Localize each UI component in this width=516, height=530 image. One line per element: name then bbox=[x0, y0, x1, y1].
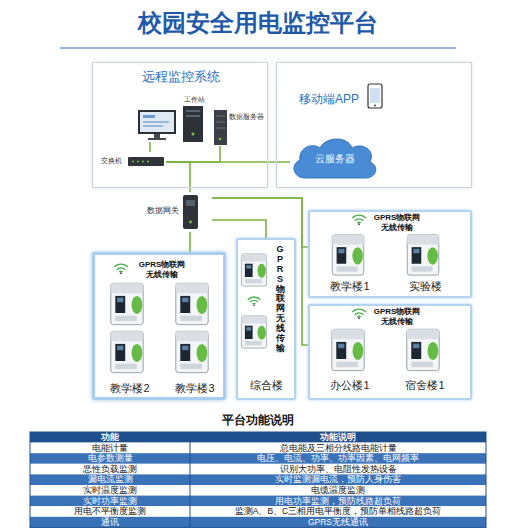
cloud-server: 云服务器 bbox=[290, 134, 380, 180]
meter-icon bbox=[241, 254, 266, 286]
table-cell: 实时温度监测 bbox=[83, 485, 137, 496]
table-cell: 实时监测漏电流，预防人身伤害 bbox=[275, 474, 401, 485]
gateway-icon bbox=[183, 195, 198, 229]
table-cell: 监测A、B、C三相用电平衡度，预防单相线路超负荷 bbox=[235, 506, 441, 517]
table-cell: 总电能及三相分线路电能计量 bbox=[280, 443, 397, 454]
building-label: 办公楼1 bbox=[330, 379, 369, 392]
network-link bbox=[149, 142, 151, 152]
device-label: 交换机 bbox=[101, 157, 122, 165]
meter-icon bbox=[407, 329, 439, 370]
building-label: 教学楼1 bbox=[330, 280, 369, 293]
table-cell: 电压、电流、功率、功率因素、电网频率 bbox=[257, 453, 419, 464]
server-icon bbox=[214, 110, 227, 145]
table-cell: 电能计量 bbox=[92, 443, 128, 454]
meter-icon bbox=[111, 283, 143, 324]
building-label: 教学楼3 bbox=[175, 382, 214, 395]
meter-icon bbox=[332, 329, 364, 370]
panel-heading: 移动端APP bbox=[299, 92, 359, 106]
building-label: 宿舍楼1 bbox=[405, 379, 444, 392]
switch-icon bbox=[128, 157, 164, 166]
meter-icon bbox=[176, 331, 208, 372]
table-cell: 用电功率监测，预防线路超负荷 bbox=[275, 496, 401, 507]
wifi-icon bbox=[248, 297, 261, 306]
diagram-title: 校园安全用电监控平台 bbox=[0, 9, 516, 38]
data-gateway: 数据网关 bbox=[145, 192, 212, 232]
table-cell: 功能 bbox=[101, 432, 119, 443]
building-group: GPRS物联网 无线传输教学楼2 教学楼3 bbox=[92, 252, 226, 400]
wifi-icon bbox=[352, 215, 366, 225]
building-group: GPRS物联网 无线传输教学楼1 实验楼 bbox=[308, 210, 472, 298]
meter-icon bbox=[407, 235, 439, 275]
workstation-icon bbox=[138, 106, 203, 142]
mobile-panel: 云服务器 移动端APP bbox=[276, 62, 472, 188]
section-heading: 平台功能说明 bbox=[222, 413, 294, 427]
wifi-icon bbox=[114, 264, 128, 274]
wireless-label: GPRS物联网 无线传输 bbox=[374, 213, 421, 232]
meter-icon bbox=[176, 283, 208, 324]
building-group: GPRS物联网 无线传输办公楼1 宿舍楼1 bbox=[308, 304, 472, 400]
table-cell: 用电不平衡度监测 bbox=[74, 506, 146, 517]
table-cell: 恶性负载监测 bbox=[83, 464, 137, 475]
system-panel: 工作站数据服务器交换机 远程监控系统 bbox=[92, 62, 268, 188]
device-label: 工作站 bbox=[184, 96, 205, 104]
network-link bbox=[212, 198, 308, 345]
data-server: 数据服务器 bbox=[212, 104, 267, 146]
table-cell: 识别大功率、电阻性发热设备 bbox=[280, 464, 397, 475]
meter-icon bbox=[241, 316, 266, 348]
network-switch: 交换机 bbox=[100, 152, 166, 172]
table-grid bbox=[30, 432, 486, 527]
panel-heading: 远程监控系统 bbox=[142, 69, 220, 85]
building-label: 实验楼 bbox=[409, 280, 442, 293]
table-cell: 漏电流监测 bbox=[88, 474, 133, 485]
table-cell: 功能说明 bbox=[320, 432, 356, 443]
cloud-label: 云服务器 bbox=[315, 153, 355, 165]
device-label: 数据服务器 bbox=[229, 113, 264, 121]
table-cell: 通讯 bbox=[101, 517, 119, 528]
wifi-icon bbox=[352, 309, 366, 319]
meter-icon bbox=[332, 235, 364, 275]
title-rule bbox=[60, 48, 456, 49]
table-cell: 实时功率监测 bbox=[83, 496, 137, 507]
network-link bbox=[189, 232, 191, 252]
wireless-label: GPRS物联网 无线传输 bbox=[374, 307, 421, 326]
phone-icon bbox=[368, 84, 382, 108]
network-link bbox=[212, 220, 266, 238]
building-label: 综合楼 bbox=[250, 379, 283, 392]
table-cell: 电参数测量 bbox=[88, 453, 133, 464]
network-link bbox=[166, 146, 220, 162]
building-label: 教学楼2 bbox=[110, 382, 149, 395]
table-cell: 电缆温度监测 bbox=[311, 485, 365, 496]
table-cell: GPRS无线通讯 bbox=[308, 517, 368, 528]
wireless-label: GPRS物联网 无线传输 bbox=[139, 260, 186, 279]
meter-icon bbox=[111, 331, 143, 372]
building-group: GPRS物联网无线传输综合楼 bbox=[236, 238, 296, 400]
device-label: 数据网关 bbox=[147, 206, 179, 216]
workstation: 工作站 bbox=[134, 96, 212, 142]
wireless-label: GPRS物联网无线传输 bbox=[276, 245, 285, 354]
